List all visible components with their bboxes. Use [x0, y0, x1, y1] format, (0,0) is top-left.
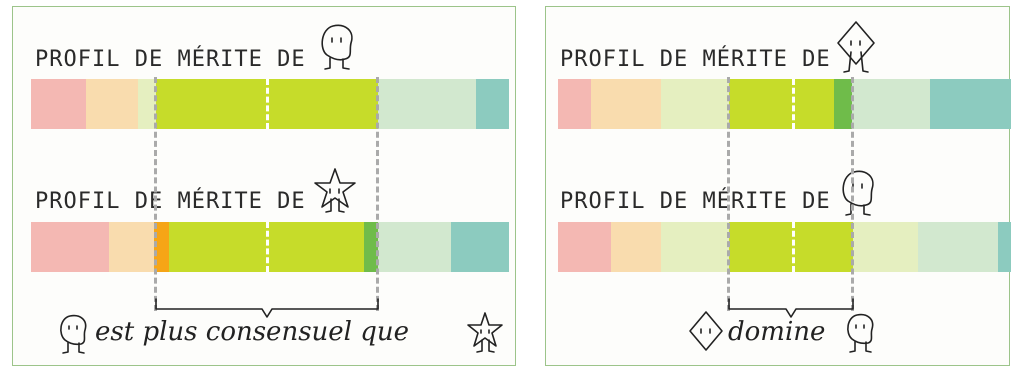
comparison-caption-left: est plus consensuel que	[95, 317, 410, 347]
range-boundary-left	[727, 77, 730, 311]
blob-figure-icon	[847, 313, 874, 353]
merit-bar-diamond	[558, 79, 1011, 129]
right-panel: PROFIL DE MÉRITE DE PROFIL DE MÉRITE DE	[545, 6, 1011, 366]
merit-profile-label-diamond: PROFIL DE MÉRITE DE	[560, 47, 831, 72]
merit-profile-label-star: PROFIL DE MÉRITE DE	[35, 189, 306, 214]
merit-bar-blob	[31, 79, 509, 129]
diamond-figure-icon	[689, 311, 723, 351]
range-brace	[155, 298, 379, 318]
star-figure-icon	[314, 168, 356, 213]
merit-bar-star	[31, 222, 509, 272]
range-brace	[728, 298, 854, 318]
left-panel: PROFIL DE MÉRITE DE PROFIL DE MÉRITE DE	[12, 6, 516, 366]
blob-figure-icon	[321, 24, 353, 70]
blob-figure-icon	[842, 170, 874, 216]
diamond-figure-icon	[837, 21, 875, 73]
merit-bar-blob	[558, 222, 1011, 272]
range-boundary-left	[154, 77, 157, 311]
range-boundary-right	[851, 77, 854, 311]
merit-profile-label-blob: PROFIL DE MÉRITE DE	[35, 47, 306, 72]
merit-profile-label-blob: PROFIL DE MÉRITE DE	[560, 189, 831, 214]
range-boundary-right	[376, 77, 379, 311]
comparison-caption-right: domine	[728, 317, 826, 347]
blob-figure-icon	[60, 314, 87, 354]
star-figure-icon	[467, 312, 503, 353]
